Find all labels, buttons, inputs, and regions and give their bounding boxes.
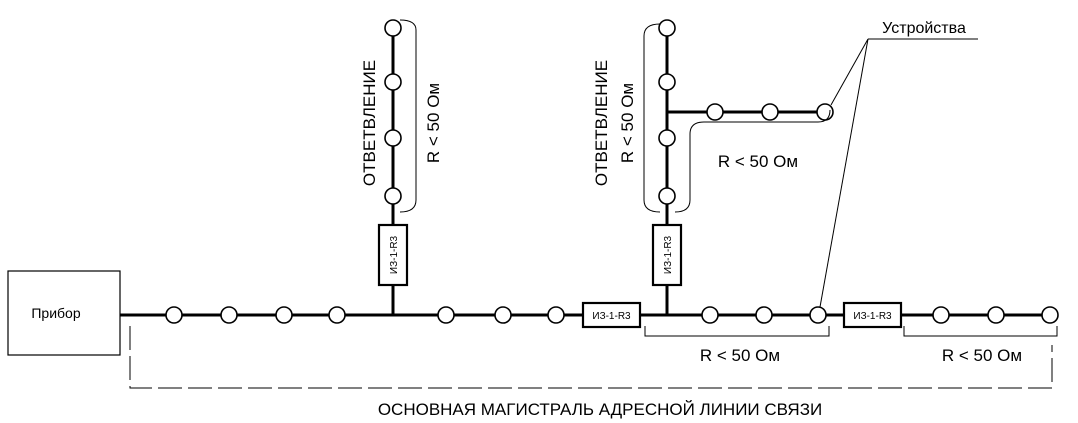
isolator-main-1: ИЗ-1-R3 bbox=[581, 301, 642, 329]
device-node bbox=[658, 129, 676, 147]
devices-leader bbox=[830, 38, 869, 106]
device-node bbox=[658, 19, 676, 37]
device-node bbox=[437, 306, 455, 324]
device-node bbox=[987, 306, 1005, 324]
branch-1-resistance: R < 50 Ом bbox=[424, 83, 443, 163]
device-node bbox=[932, 306, 950, 324]
device-node bbox=[547, 306, 565, 324]
branch-2-label: ОТВЕТВЛЕНИЕ bbox=[592, 60, 611, 186]
main-line-label: ОСНОВНАЯ МАГИСТРАЛЬ АДРЕСНОЙ ЛИНИИ СВЯЗИ bbox=[378, 400, 822, 419]
isolator-label: ИЗ-1-R3 bbox=[853, 311, 892, 322]
segment-3-brace bbox=[903, 326, 1058, 337]
segment-3-resistance: R < 50 Ом bbox=[942, 346, 1022, 365]
isolator-label: ИЗ-1-R3 bbox=[592, 311, 631, 322]
device-node bbox=[755, 306, 773, 324]
device-node bbox=[494, 306, 512, 324]
device-node bbox=[809, 306, 827, 324]
devices-label: Устройства bbox=[882, 20, 966, 37]
device-node bbox=[1041, 306, 1059, 324]
device-node bbox=[384, 19, 402, 37]
branch-2-nodes bbox=[658, 19, 834, 205]
device-node bbox=[165, 306, 183, 324]
device-node bbox=[384, 73, 402, 91]
branch-1-nodes bbox=[384, 19, 402, 205]
device-node bbox=[220, 306, 238, 324]
branch-1-label: ОТВЕТВЛЕНИЕ bbox=[360, 60, 379, 186]
isolator-label: ИЗ-1-R3 bbox=[389, 235, 400, 274]
devices-leader bbox=[819, 38, 869, 308]
device-box bbox=[7, 270, 121, 356]
device-node bbox=[384, 129, 402, 147]
device-node bbox=[658, 73, 676, 91]
branch-2-resistance: R < 50 Ом bbox=[618, 83, 637, 163]
device-node bbox=[761, 103, 779, 121]
device-node bbox=[706, 103, 724, 121]
segment-2-resistance: R < 50 Ом bbox=[700, 346, 780, 365]
main-line-nodes bbox=[165, 306, 1059, 324]
device-node bbox=[275, 306, 293, 324]
device-label: Прибор bbox=[31, 305, 80, 321]
device-node bbox=[328, 306, 346, 324]
branch-2-brace bbox=[643, 23, 661, 213]
main-line-bracket bbox=[129, 326, 1053, 389]
sub-branch-resistance: R < 50 Ом bbox=[718, 152, 798, 171]
isolator-branch-2: ИЗ-1-R3 bbox=[651, 223, 683, 287]
branch-1-brace bbox=[399, 19, 417, 213]
isolator-main-2: ИЗ-1-R3 bbox=[842, 301, 903, 329]
device-node bbox=[658, 187, 676, 205]
device-node bbox=[701, 306, 719, 324]
device-node bbox=[384, 187, 402, 205]
segment-2-brace bbox=[644, 326, 830, 337]
isolator-branch-1: ИЗ-1-R3 bbox=[377, 223, 409, 287]
device-node bbox=[816, 103, 834, 121]
isolator-label: ИЗ-1-R3 bbox=[663, 235, 674, 274]
sub-branch-brace bbox=[674, 109, 831, 213]
